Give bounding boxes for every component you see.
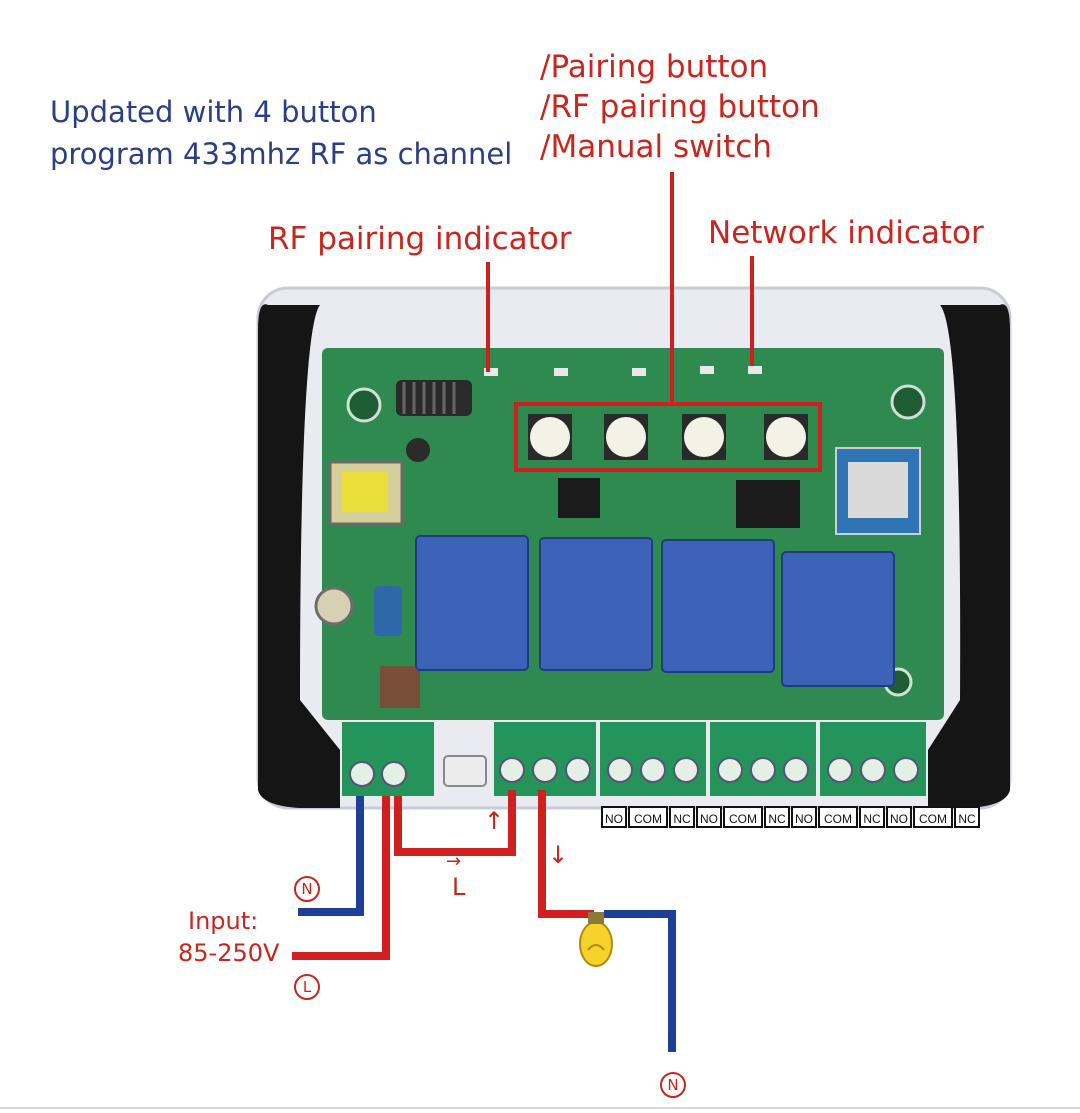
push-buttons	[528, 414, 808, 460]
terminal-label: NO	[601, 806, 627, 828]
down-arrow: ↓	[548, 841, 569, 869]
pairing-button-label: /Pairing button	[540, 49, 769, 85]
rf-pairing-indicator-label: RF pairing indicator	[268, 221, 572, 257]
update-note-line1: Updated with 4 button	[50, 95, 377, 129]
terminal-blocks	[342, 722, 926, 796]
terminal-label: NO	[886, 806, 912, 828]
input-label: Input:	[188, 907, 259, 935]
neutral-input-wire	[298, 796, 364, 916]
ic-chip-1	[558, 478, 600, 518]
relay-1	[415, 535, 529, 671]
line-symbol-input: L	[294, 974, 320, 1000]
inductor	[380, 666, 420, 708]
rf-coil	[396, 380, 472, 416]
terminal-label: NC	[669, 806, 695, 828]
enclosure-right-bumper	[928, 304, 1010, 808]
terminal-label: COM	[913, 806, 953, 828]
network-led	[748, 366, 762, 374]
rf-led	[484, 368, 498, 376]
terminal-label: COM	[628, 806, 668, 828]
terminal-label: NC	[954, 806, 980, 828]
enclosure-left-bumper	[258, 304, 340, 808]
terminal-label: COM	[818, 806, 858, 828]
relay-2	[539, 537, 653, 671]
relays	[415, 535, 895, 687]
led-3	[700, 366, 714, 374]
mount-hole-tr	[890, 384, 926, 420]
buttons-highlight-box	[514, 402, 822, 472]
up-arrow: ↑	[484, 807, 505, 835]
terminal-label: NC	[859, 806, 885, 828]
l-label: L	[452, 873, 466, 901]
wifi-module-shield	[848, 462, 908, 518]
mount-hole-tl	[346, 387, 382, 423]
relay-terminal-labels: NO COM NC NO COM NC NO COM NC NO COM NC	[601, 806, 981, 828]
terminal-label: NO	[791, 806, 817, 828]
ic-chip-2	[736, 480, 800, 528]
neutral-symbol-load: N	[660, 1072, 686, 1098]
l-arrow: →	[446, 851, 462, 872]
rf-pairing-button-label: /RF pairing button	[540, 89, 820, 125]
capacitor-small	[406, 438, 430, 462]
led-2	[632, 368, 646, 376]
terminal-label: COM	[723, 806, 763, 828]
line-jumper-wire	[394, 790, 516, 856]
transformer-core	[342, 472, 388, 512]
load-line-wire	[538, 790, 594, 918]
led-1	[554, 368, 568, 376]
usb-port	[443, 755, 487, 787]
network-indicator-label: Network indicator	[708, 215, 984, 251]
wires	[292, 790, 676, 1052]
neutral-symbol-input: N	[294, 876, 320, 902]
update-note-line2: program 433mhz RF as channel	[50, 137, 513, 171]
relay-4	[781, 551, 895, 687]
load-neutral-wire	[604, 910, 676, 1052]
capacitor-blue	[374, 586, 402, 636]
varistor	[314, 586, 354, 626]
relay-3	[661, 539, 775, 673]
lamp-icon	[579, 912, 613, 967]
manual-switch-label: /Manual switch	[540, 129, 772, 165]
terminal-label: NC	[764, 806, 790, 828]
input-voltage-label: 85-250V	[178, 939, 280, 967]
line-input-wire	[292, 796, 390, 960]
terminal-label: NO	[696, 806, 722, 828]
